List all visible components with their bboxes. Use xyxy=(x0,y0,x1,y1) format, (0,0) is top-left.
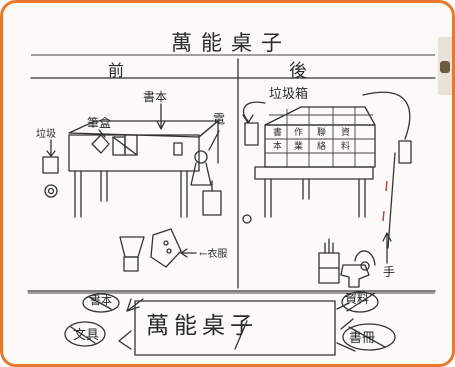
drawing-title: 萬能桌子 xyxy=(171,31,291,55)
sketch-drawing: 書 作 聯 資 本 業 絡 料 xyxy=(27,54,436,356)
circled-books-label: 書冊 xyxy=(349,331,376,346)
trash-label-right: 垃圾箱 xyxy=(269,87,309,102)
circled-book-label: 書本 xyxy=(90,294,112,307)
cabinet-label: ←衣服 xyxy=(199,249,228,260)
phone-label: 電 xyxy=(213,112,226,126)
svg-text:聯: 聯 xyxy=(317,126,326,138)
bottom-title: 萬能桌子 xyxy=(146,313,258,339)
stationery-label: 筆盒 xyxy=(87,116,112,130)
svg-text:本: 本 xyxy=(273,140,282,152)
svg-text:業: 業 xyxy=(294,140,303,152)
circled-stationery-label: 文具 xyxy=(73,328,100,343)
trash-label-left: 垃圾 xyxy=(36,129,56,140)
svg-text:資: 資 xyxy=(341,126,350,138)
svg-text:作: 作 xyxy=(294,126,303,138)
svg-text:絡: 絡 xyxy=(317,140,326,152)
back-label: 後 xyxy=(289,61,307,82)
book-label: 書本 xyxy=(143,90,168,104)
front-label: 前 xyxy=(108,61,125,80)
svg-text:書: 書 xyxy=(273,126,282,138)
circled-material-label: 資料 xyxy=(345,292,370,306)
hand-label: 手 xyxy=(383,265,396,279)
svg-text:料: 料 xyxy=(341,140,350,152)
adjacent-photo-detail xyxy=(440,61,450,73)
